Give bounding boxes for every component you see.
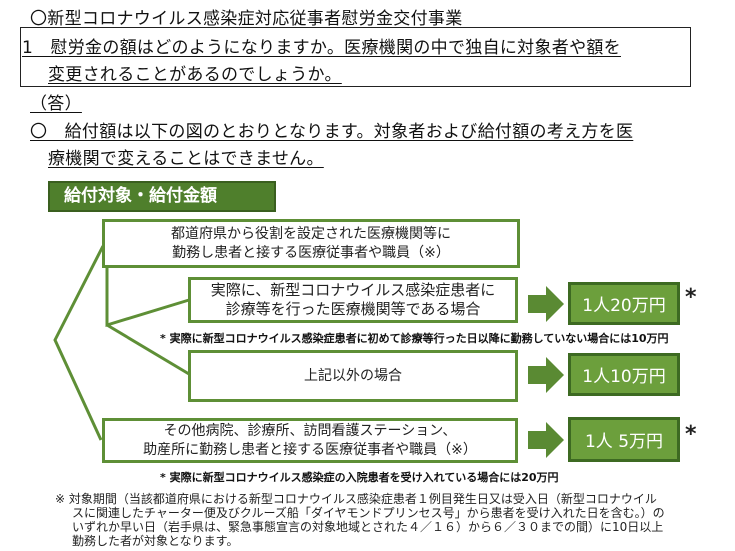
answer-line-1: 〇 給付額は以下の図のとおりとなります。対象者および給付額の考え方を医 xyxy=(30,122,634,142)
question-line-1: 1 慰労金の額はどのようになりますか。医療機関の中で独自に対象者や額を xyxy=(22,38,621,58)
amount-5man: 1人 5万円 xyxy=(568,417,680,462)
asterisk-mark: * xyxy=(685,422,697,447)
footnote-line-4: 勤務した者が対象となります。 xyxy=(72,534,239,548)
target-box-other-cases: 上記以外の場合 xyxy=(188,350,518,402)
amount-10man: 1人10万円 xyxy=(568,353,680,396)
box-b-line-1: 実際に、新型コロナウイルス感染症患者に xyxy=(210,281,496,299)
connector-a-d xyxy=(53,245,105,441)
amount-20man: 1人20万円 xyxy=(568,282,680,325)
box-c-line-1: 上記以外の場合 xyxy=(304,367,402,384)
box-b-line-2: 診療等を行った医療機関等である場合 xyxy=(225,300,481,318)
target-box-treated-patients: 実際に、新型コロナウイルス感染症患者に 診療等を行った医療機関等である場合 xyxy=(188,277,518,323)
box-a-line-1: 都道府県から役割を設定された医療機関等に xyxy=(171,225,451,242)
connector-a-b xyxy=(105,268,190,328)
box-d-line-1: その他病院、診療所、訪問看護ステーション、 xyxy=(163,422,457,439)
arrow-right-icon xyxy=(528,357,564,393)
note-5man-exception: * 実際に新型コロナウイルス感染症の入院患者を受け入れている場合には20万円 xyxy=(160,471,559,484)
document-title: 〇新型コロナウイルス感染症対応従事者慰労金交付事業 xyxy=(30,9,463,29)
diagram-heading: 給付対象・給付金額 xyxy=(48,181,276,212)
box-a-line-2: 勤務し患者と接する医療従事者や職員（※） xyxy=(172,244,450,261)
asterisk-mark: * xyxy=(685,285,697,310)
arrow-right-icon xyxy=(528,286,564,322)
target-box-designated-institutions: 都道府県から役割を設定された医療機関等に 勤務し患者と接する医療従事者や職員（※… xyxy=(102,219,520,268)
question-box xyxy=(20,27,691,87)
answer-label: （答） xyxy=(30,94,82,114)
footnote-line-3: いずれか早い日（岩手県は、緊急事態宣言の対象地域とされた４／１６）から６／３０ま… xyxy=(72,520,664,534)
footnote-line-1: ※ 対象期間（当該都道府県における新型コロナウイルス感染症患者１例目発生日又は受… xyxy=(55,492,657,506)
question-line-2: 変更されることがあるのでしょうか。 xyxy=(48,65,342,85)
answer-line-2: 療機関で変えることはできません。 xyxy=(48,149,324,169)
footnote-line-2: スに関連したチャーター便及びクルーズ船「ダイヤモンドプリンセス号」から患者を受け… xyxy=(72,506,665,520)
connector-a-c xyxy=(106,323,190,376)
arrow-right-icon xyxy=(528,422,564,458)
footnote: ※ 対象期間（当該都道府県における新型コロナウイルス感染症患者１例目発生日又は受… xyxy=(55,492,665,548)
box-d-line-2: 助産所に勤務し患者と接する医療従事者や職員（※） xyxy=(143,441,477,458)
target-box-other-facilities: その他病院、診療所、訪問看護ステーション、 助産所に勤務し患者と接する医療従事者… xyxy=(102,418,518,463)
note-20man-exception: * 実際に新型コロナウイルス感染症患者に初めて診療等行った日以降に勤務していない… xyxy=(160,332,669,345)
